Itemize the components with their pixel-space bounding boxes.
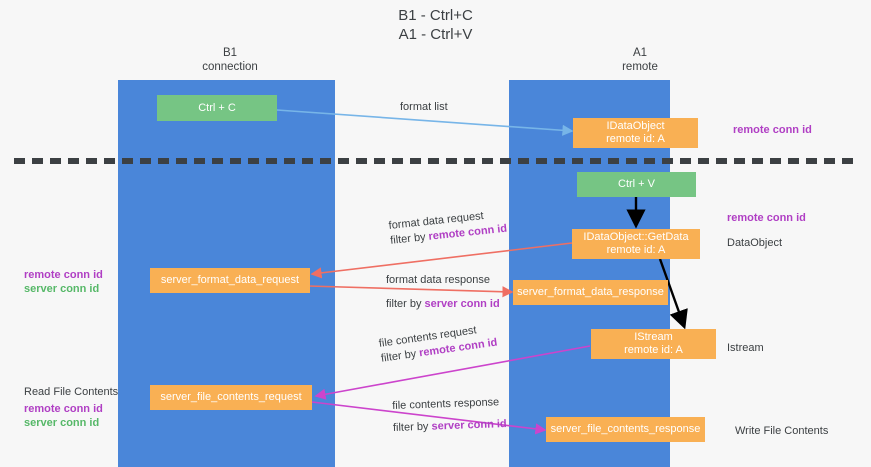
box-ctrl-c[interactable]: Ctrl + C bbox=[157, 95, 277, 121]
annotation-format-data-request-filter-prefix: filter by bbox=[389, 230, 430, 247]
box-idataobject-getdata-line-2: remote id: A bbox=[606, 244, 666, 256]
diagram-title: B1 - Ctrl+C A1 - Ctrl+V bbox=[0, 6, 871, 44]
annotation-file-contents-response-filter-value: server conn id bbox=[431, 418, 507, 433]
arrow-file-contents-request bbox=[314, 345, 591, 400]
arrow-getdata-to-istream bbox=[658, 258, 688, 330]
box-server-file-contents-request[interactable]: server_file_contents_request bbox=[150, 385, 312, 410]
column-caption-right: A1 remote bbox=[560, 46, 720, 74]
label-right-istream: Istream bbox=[727, 342, 764, 354]
label-right-remote-conn-id-top: remote conn id bbox=[733, 124, 812, 136]
box-server-format-data-response[interactable]: server_format_data_response bbox=[513, 280, 668, 305]
box-idataobject-line-1: IDataObject bbox=[606, 120, 665, 132]
title-line-1: B1 - Ctrl+C bbox=[398, 7, 473, 24]
label-right-write-file-contents: Write File Contents bbox=[735, 425, 829, 437]
box-server-format-data-request[interactable]: server_format_data_request bbox=[150, 268, 310, 293]
box-server-file-contents-request-label: server_file_contents_request bbox=[160, 391, 302, 403]
annotation-format-data-response-filter: filter by server conn id bbox=[386, 297, 500, 312]
label-left-remote-conn-id-2: remote conn id bbox=[24, 403, 103, 415]
title-line-2: A1 - Ctrl+V bbox=[398, 26, 473, 43]
box-server-format-data-response-label: server_format_data_response bbox=[517, 286, 664, 298]
box-istream-line-2: remote id: A bbox=[624, 344, 683, 356]
label-right-dataobject: DataObject bbox=[727, 237, 783, 249]
label-left-server-conn-id-2: server conn id bbox=[24, 417, 100, 429]
box-server-format-data-request-label: server_format_data_request bbox=[160, 274, 300, 286]
box-idataobject-getdata[interactable]: IDataObject::GetData remote id: A bbox=[572, 229, 700, 259]
annotation-file-contents-response: file contents response filter by server … bbox=[392, 395, 507, 436]
column-left-role: connection bbox=[202, 61, 258, 73]
annotation-file-contents-response-filter-prefix: filter by bbox=[392, 420, 432, 434]
box-istream[interactable]: IStream remote id: A bbox=[591, 329, 716, 359]
annotation-file-contents-response-text: file contents response bbox=[392, 396, 500, 412]
column-caption-left: B1 connection bbox=[150, 46, 310, 74]
label-left-server-conn-id: server conn id bbox=[24, 283, 100, 295]
arrow-format-data-response bbox=[307, 285, 514, 298]
label-left-remote-conn-id: remote conn id bbox=[24, 269, 103, 281]
arrow-format-list bbox=[276, 109, 574, 136]
column-left-name: B1 bbox=[222, 47, 238, 59]
arrow-file-contents-response bbox=[311, 401, 547, 435]
column-right-name: A1 bbox=[632, 47, 648, 59]
box-idataobject-line-2: remote id: A bbox=[606, 133, 665, 145]
arrow-format-data-request bbox=[310, 242, 573, 279]
annotation-format-data-response-filter-prefix: filter by bbox=[386, 298, 425, 310]
annotation-format-list-text: format list bbox=[400, 101, 448, 113]
box-istream-line-1: IStream bbox=[634, 331, 673, 343]
annotation-file-contents-request-filter-prefix: filter by bbox=[380, 347, 421, 365]
box-idataobject[interactable]: IDataObject remote id: A bbox=[573, 118, 698, 148]
annotation-format-data-response-text: format data response bbox=[386, 274, 490, 286]
column-right-role: remote bbox=[622, 61, 658, 73]
label-right-remote-conn-id-mid: remote conn id bbox=[727, 212, 806, 224]
box-server-file-contents-response[interactable]: server_file_contents_response bbox=[546, 417, 705, 442]
box-ctrl-v[interactable]: Ctrl + V bbox=[577, 172, 696, 197]
box-server-file-contents-response-label: server_file_contents_response bbox=[550, 423, 701, 435]
box-ctrl-c-label: Ctrl + C bbox=[198, 101, 236, 114]
annotation-format-data-response: format data response filter by server co… bbox=[386, 273, 500, 312]
box-ctrl-v-label: Ctrl + V bbox=[618, 178, 655, 190]
label-left-read-file-contents: Read File Contents bbox=[24, 386, 119, 398]
annotation-format-list: format list bbox=[400, 100, 448, 115]
annotation-format-data-response-filter-value: server conn id bbox=[424, 298, 500, 310]
box-idataobject-getdata-line-1: IDataObject::GetData bbox=[583, 231, 689, 243]
